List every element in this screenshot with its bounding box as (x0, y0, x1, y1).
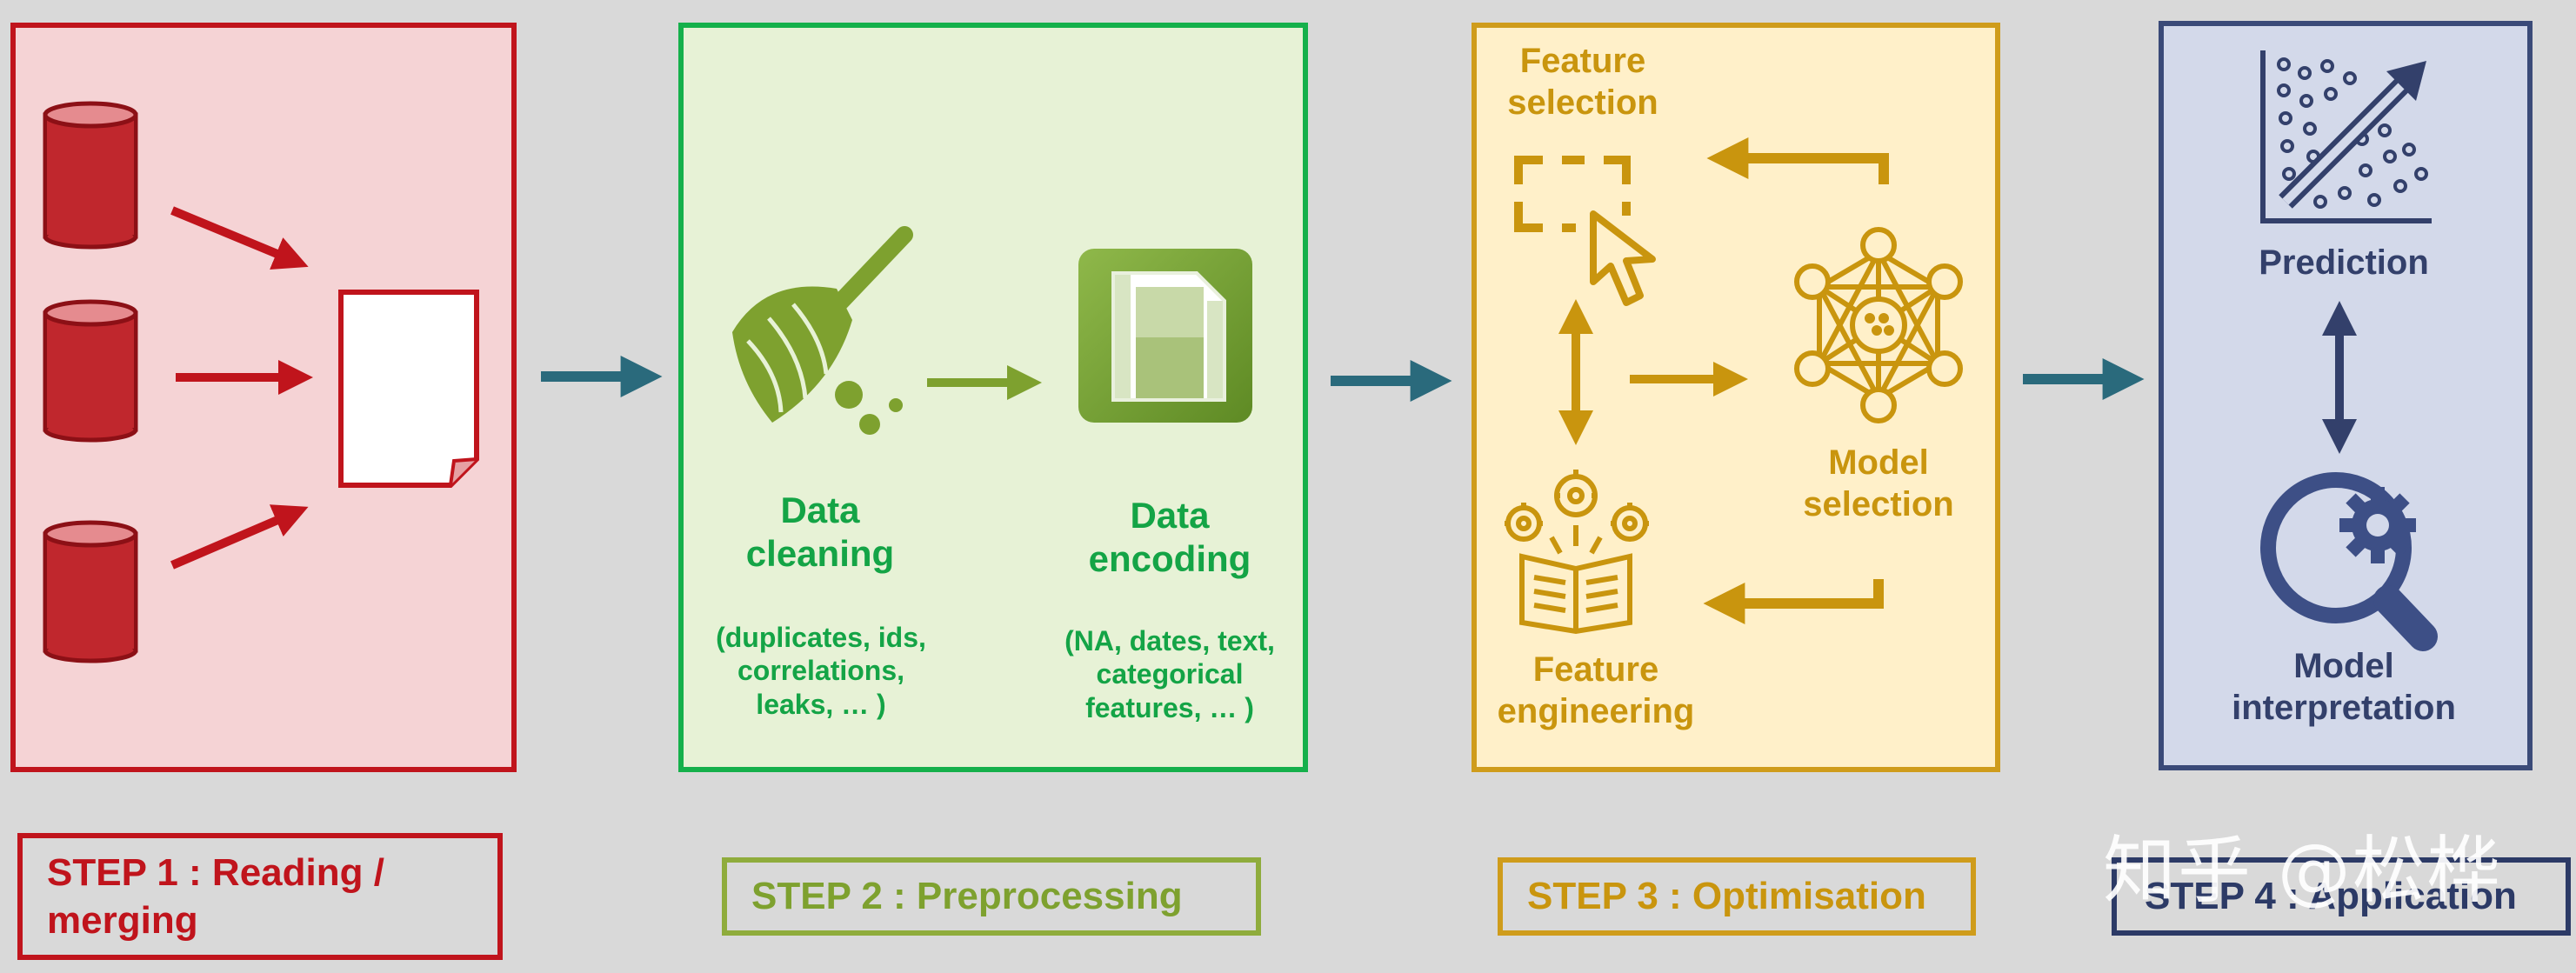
document-icon (338, 290, 479, 488)
data-cleaning-details: (duplicates, ids, correlations, leaks, …… (716, 622, 926, 720)
loop-arrow-bottom (1703, 579, 1884, 624)
step3-label: STEP 3 : Optimisation (1498, 857, 1976, 936)
step1-label-text: STEP 1 : Reading / merging (47, 851, 384, 942)
data-encoding-details: (NA, dates, text, categorical features, … (1064, 625, 1275, 723)
feature-selection-label: Feature selection (1507, 42, 1658, 122)
merge-arrows (170, 206, 313, 570)
neural-network-icon (1794, 227, 1963, 423)
step1-label: STEP 1 : Reading / merging (17, 833, 503, 960)
model-selection-label: Model selection (1803, 443, 1954, 523)
broom-icon (732, 226, 913, 435)
database-icon-1 (43, 101, 138, 250)
database-icon-2 (43, 299, 138, 443)
step4-label-text: STEP 4 : Application (2145, 875, 2517, 917)
step2-label: STEP 2 : Preprocessing (722, 857, 1261, 936)
step2-label-text: STEP 2 : Preprocessing (751, 875, 1183, 917)
data-encoding-title: Data encoding (1088, 495, 1251, 580)
zhihu-watermark: 知乎 @松桦 (2103, 828, 2502, 913)
feature-engineering-label: Feature engineering (1497, 650, 1695, 730)
gears-book-icon (1505, 470, 1649, 635)
scatter-trend-icon (2260, 50, 2432, 223)
loop-arrow-top (1706, 137, 1889, 184)
prediction-label: Prediction (2259, 243, 2429, 282)
step3-label-text: STEP 3 : Optimisation (1527, 875, 1926, 917)
encoded-file-icon (1078, 249, 1252, 423)
model-interpretation-label: Model interpretation (2232, 647, 2456, 727)
database-icon-3 (43, 520, 138, 663)
selection-cursor-icon (1514, 156, 1656, 306)
magnifier-gear-icon (2260, 472, 2438, 651)
step4-label: STEP 4 : Application (2112, 857, 2571, 936)
data-cleaning-title: Data cleaning (745, 490, 895, 575)
